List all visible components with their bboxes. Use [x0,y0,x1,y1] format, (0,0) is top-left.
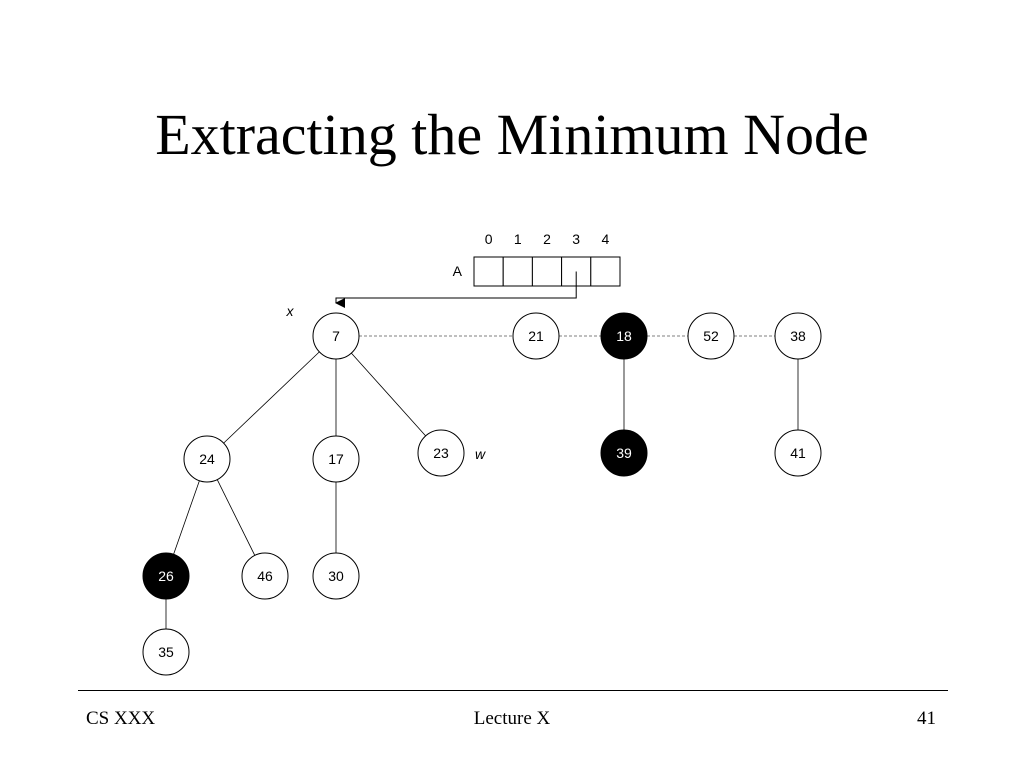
footer-lecture: Lecture X [473,708,551,729]
footer-course: CS XXX [86,708,156,729]
array-cell-2 [531,256,563,287]
array-cell-4 [590,256,621,287]
nodes: 7 21 18 52 38 24 17 23 39 41 26 46 30 35 [142,312,822,676]
footer-rule [78,690,948,691]
node-key-label: 46 [257,568,273,584]
pointer-labels: xw [286,303,486,462]
array-index-label: 2 [543,231,551,247]
array-index-label: 0 [485,231,493,247]
node-key-label: 21 [528,328,544,344]
node-38 [774,312,822,360]
node-key-label: 38 [790,328,806,344]
array-pointer-arrow [335,271,577,308]
node-key-label: 39 [616,445,632,461]
node-52 [687,312,735,360]
node-41 [774,429,822,477]
array-index-label: 1 [514,231,522,247]
array-name-label: A [453,263,463,279]
node-23 [417,429,465,477]
edges [165,271,799,629]
node-key-label: 18 [616,328,632,344]
node-17 [312,435,360,483]
tree-edge [223,351,320,444]
array-cell-0 [473,256,504,287]
tree-edge [216,479,256,556]
node-46 [241,552,289,600]
node-key-label: 35 [158,644,174,660]
tree-edge [351,352,426,437]
marked-node-26 [142,552,190,600]
array-index-label: 3 [572,231,580,247]
node-key-label: 23 [433,445,449,461]
node-7 [312,312,360,360]
array-index-label: 4 [602,231,610,247]
node-key-label: 24 [199,451,215,467]
node-35 [142,628,190,676]
pointer-label-x: x [286,303,295,319]
pointer-label-w: w [475,446,486,462]
footer-page-number: 41 [917,708,936,729]
node-21 [512,312,560,360]
node-24 [183,435,231,483]
array-cell-1 [502,256,533,287]
slide-title: Extracting the Minimum Node [155,102,869,167]
node-key-label: 17 [328,451,344,467]
tree-edge [173,480,200,555]
marked-node-39 [600,429,648,477]
node-key-label: 52 [703,328,719,344]
marked-node-18 [600,312,648,360]
node-key-label: 30 [328,568,344,584]
node-key-label: 26 [158,568,174,584]
array-a: 0 1 2 3 4A [453,231,621,287]
node-30 [312,552,360,600]
node-key-label: 7 [332,328,340,344]
node-key-label: 41 [790,445,806,461]
